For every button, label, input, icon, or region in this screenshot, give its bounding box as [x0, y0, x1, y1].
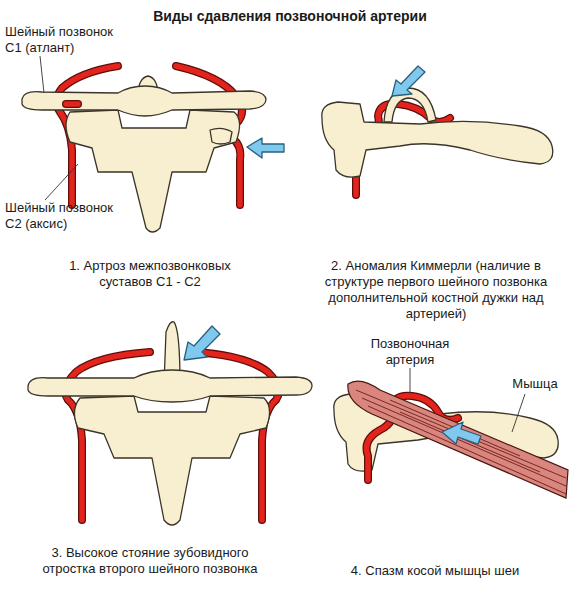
panel-2: [322, 66, 553, 195]
leader-line: [45, 164, 78, 200]
arthrosis-osteophyte: [210, 128, 232, 144]
c1-atlas-side: [322, 102, 553, 177]
c1-atlas: [28, 370, 312, 402]
c1-atlas: [22, 86, 266, 116]
title: Виды сдавления позвоночной артерии: [0, 8, 580, 24]
panel-caption: 3. Высокое стояние зубовидного отростка …: [35, 545, 265, 577]
panel-3: [28, 322, 312, 525]
leader-line: [410, 368, 411, 393]
vertebral-artery: [66, 101, 78, 107]
compression-arrow: [442, 422, 481, 444]
leader-line: [512, 394, 525, 432]
leader-line: [40, 56, 44, 93]
compression-arrow: [247, 138, 284, 158]
panel-caption: 4. Спазм косой мышцы шеи: [305, 563, 565, 579]
oblique-neck-muscle: [348, 381, 568, 498]
muscle-fibers: [356, 390, 566, 494]
part-label: Позвоночная артерия: [362, 336, 458, 368]
vertebra-label: Шейный позвонок С1 (атлант): [5, 24, 120, 56]
compression-arrow: [184, 326, 220, 360]
part-label: Мышца: [500, 376, 570, 392]
compression-arrow: [392, 66, 425, 96]
panel-caption: 1. Артроз межпозвонковых суставов С1 - С…: [50, 258, 250, 290]
artery-outline: [66, 100, 78, 108]
panel-caption: 2. Аномалия Киммерли (наличие в структур…: [300, 258, 572, 322]
vertebra-label: Шейный позвонок С2 (аксис): [5, 200, 120, 232]
c2-axis: [74, 396, 269, 525]
